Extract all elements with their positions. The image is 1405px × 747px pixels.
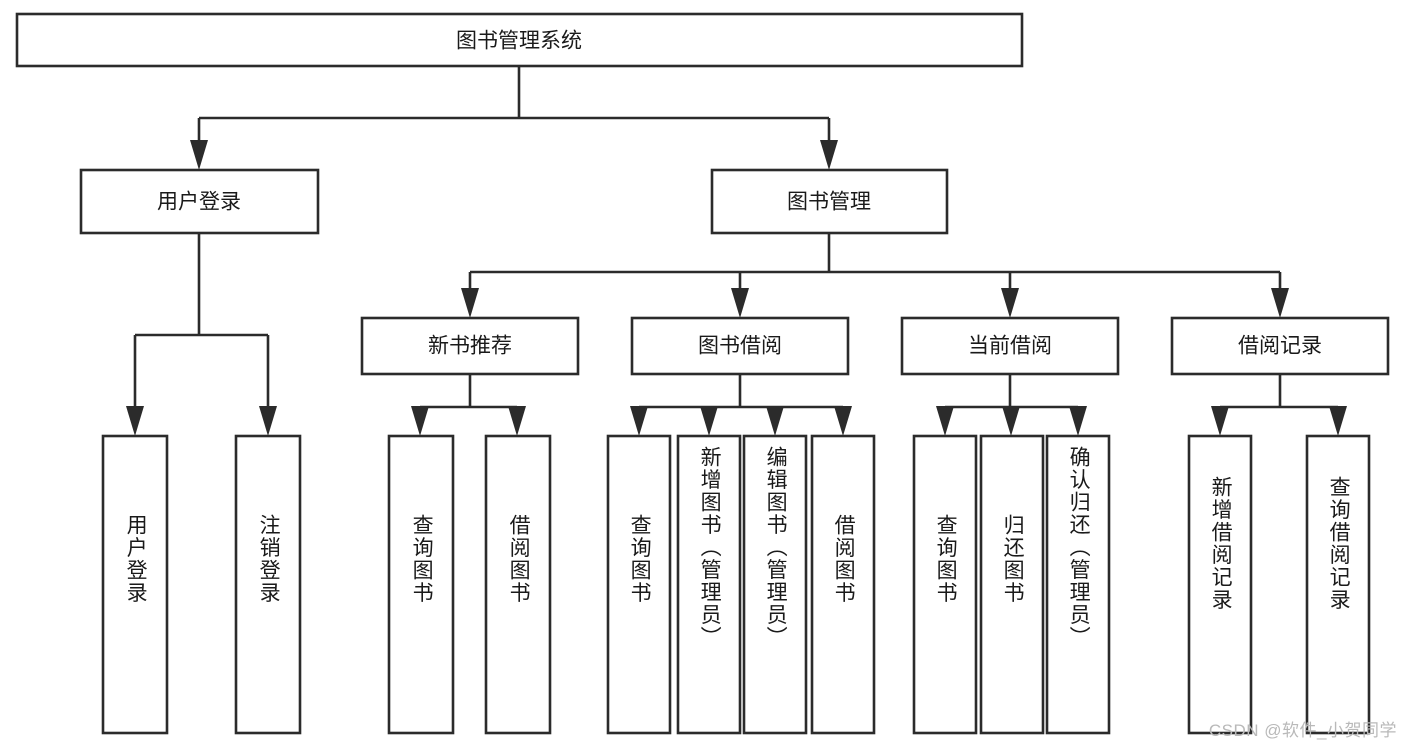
arrow-head-bb-leaf-4	[834, 406, 852, 436]
node-leaf-edit-book-admin[interactable]	[742, 434, 808, 735]
arrow-head-cb-leaf-2	[1002, 406, 1020, 436]
arrow-head-leaf-user-login	[126, 406, 144, 436]
node-leaf-logout[interactable]	[234, 434, 302, 735]
label-user-login: 用户登录	[157, 191, 241, 214]
node-leaf-query-book-cb[interactable]	[912, 434, 978, 735]
arrow-head-br-leaf-1	[1211, 406, 1229, 436]
node-leaf-return-book[interactable]	[979, 434, 1045, 735]
node-leaf-query-borrow-record[interactable]	[1305, 434, 1371, 735]
node-new-book-recommend[interactable]	[360, 316, 580, 376]
arrow-head-br-leaf-2	[1329, 406, 1347, 436]
node-borrow-record[interactable]	[1170, 316, 1390, 376]
arrow-head-bb-leaf-1	[630, 406, 648, 436]
arrow-head-current-borrow	[1001, 288, 1019, 318]
arrow-head-cb-leaf-1	[936, 406, 954, 436]
arrow-head-user-login	[190, 140, 208, 170]
node-user-login[interactable]	[79, 168, 320, 235]
arrow-head-new-book-recommend	[461, 288, 479, 318]
label-new-book-recommend: 新书推荐	[428, 335, 512, 358]
node-current-borrow[interactable]	[900, 316, 1120, 376]
label-borrow-record: 借阅记录	[1238, 335, 1322, 358]
node-leaf-query-book-bb[interactable]	[606, 434, 672, 735]
node-leaf-confirm-return-admin[interactable]	[1045, 434, 1111, 735]
arrow-head-cb-leaf-3	[1069, 406, 1087, 436]
node-root-book-management-system[interactable]	[15, 12, 1024, 68]
node-leaf-borrow-book-bb[interactable]	[810, 434, 876, 735]
label-book-management: 图书管理	[787, 191, 871, 214]
label-book-borrow: 图书借阅	[698, 335, 782, 358]
arrow-head-borrow-record	[1271, 288, 1289, 318]
connector-layer	[126, 66, 1347, 436]
label-current-borrow: 当前借阅	[968, 335, 1052, 358]
node-leaf-add-borrow-record[interactable]	[1187, 434, 1253, 735]
node-layer	[15, 12, 1390, 735]
node-book-borrow[interactable]	[630, 316, 850, 376]
node-leaf-user-login[interactable]	[101, 434, 169, 735]
arrow-head-bb-leaf-3	[766, 406, 784, 436]
arrow-head-nbr-leaf-2	[508, 406, 526, 436]
label-layer: 图书管理系统 用户登录 图书管理 新书推荐 图书借阅 当前借阅 借阅记录	[157, 30, 1322, 358]
watermark-text: CSDN @软件_小贺同学	[1208, 721, 1397, 740]
arrow-head-nbr-leaf-1	[411, 406, 429, 436]
node-leaf-add-book-admin[interactable]	[676, 434, 742, 735]
arrow-head-book-manage	[820, 140, 838, 170]
arrow-head-book-borrow	[731, 288, 749, 318]
label-root: 图书管理系统	[456, 30, 582, 53]
node-leaf-query-book-nbr[interactable]	[387, 434, 455, 735]
node-leaf-borrow-book-nbr[interactable]	[484, 434, 552, 735]
node-book-management[interactable]	[710, 168, 949, 235]
arrow-head-leaf-logout	[259, 406, 277, 436]
arrow-head-bb-leaf-2	[700, 406, 718, 436]
